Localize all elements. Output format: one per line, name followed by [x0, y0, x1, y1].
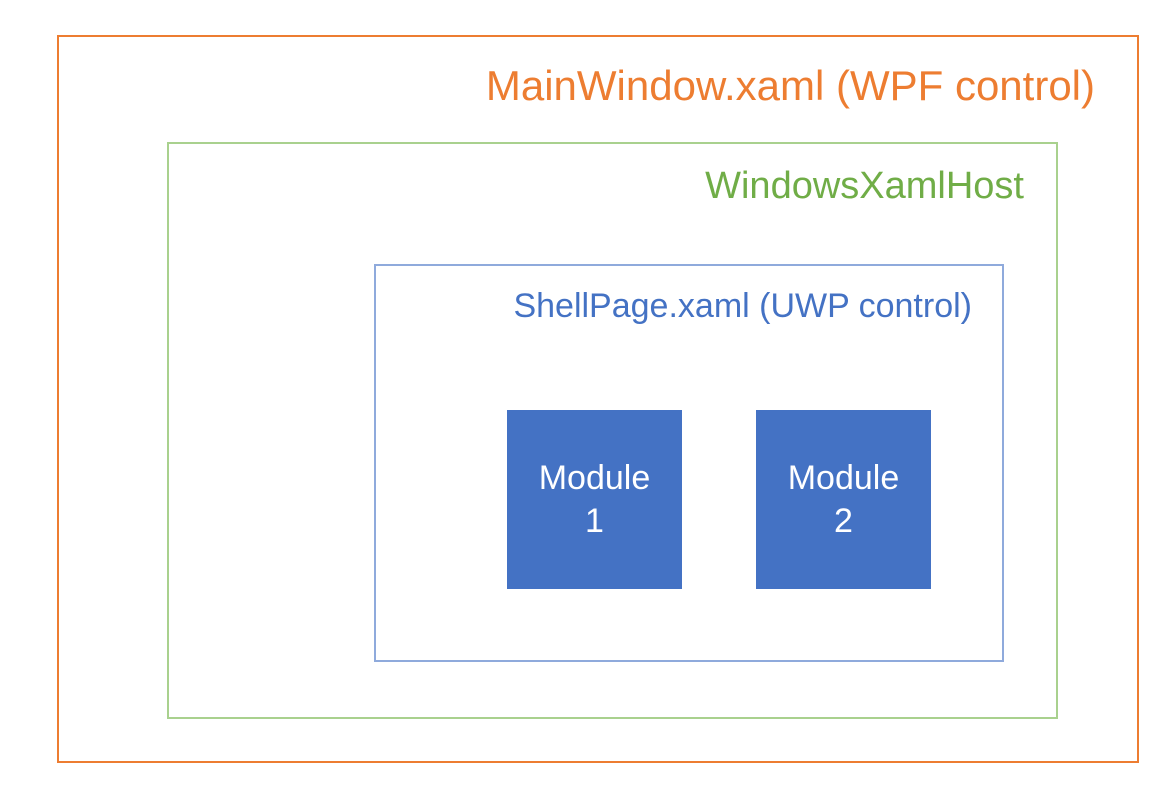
layer-label-windows-xaml-host: WindowsXamlHost — [705, 165, 1024, 207]
module-box-1: Module 1 — [507, 410, 682, 589]
module-box-2: Module 2 — [756, 410, 931, 589]
layer-label-wpf-mainwindow: MainWindow.xaml (WPF control) — [485, 62, 1095, 109]
layer-wpf-mainwindow: MainWindow.xaml (WPF control) WindowsXam… — [57, 35, 1139, 763]
layer-label-uwp-shellpage: ShellPage.xaml (UWP control) — [513, 287, 972, 325]
layer-uwp-shellpage: ShellPage.xaml (UWP control) Module 1 Mo… — [374, 264, 1004, 662]
module-2-label-line2: 2 — [834, 501, 853, 540]
module-2-label-line1: Module — [787, 459, 900, 497]
layer-windows-xaml-host: WindowsXamlHost ShellPage.xaml (UWP cont… — [167, 142, 1058, 719]
module-1-label-line1: Module — [538, 459, 651, 497]
module-1-label-line2: 1 — [585, 501, 604, 540]
